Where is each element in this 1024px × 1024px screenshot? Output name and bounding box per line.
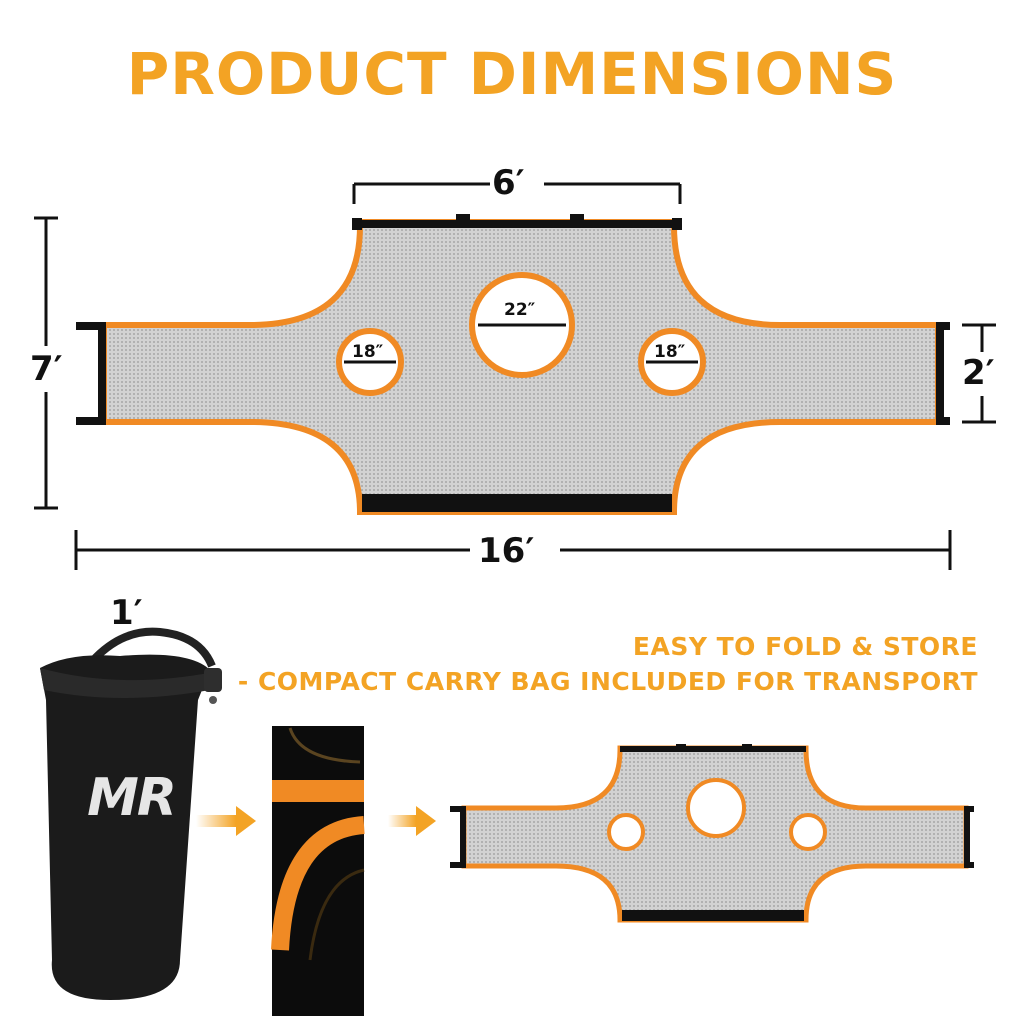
label-total-height: 7′	[30, 349, 63, 389]
label-total-width: 16′	[478, 531, 535, 571]
dimension-line-6ft	[352, 182, 682, 204]
page-title: PRODUCT DIMENSIONS	[126, 40, 898, 108]
label-hole-left: 18″	[352, 342, 384, 362]
carry-bag	[40, 627, 222, 1000]
brand-logo-text: MR	[87, 768, 177, 828]
arrow-right-icon	[388, 806, 436, 836]
tagline-line1: EASY TO FOLD & STORE	[632, 632, 978, 661]
soccer-target-net-small	[450, 744, 974, 923]
soccer-target-net	[76, 214, 950, 515]
label-hole-right: 18″	[654, 342, 686, 362]
label-hole-center: 22″	[504, 300, 536, 320]
dimension-line-7ft	[34, 216, 58, 510]
dimension-line-2ft	[962, 323, 996, 424]
label-top-width: 6′	[492, 163, 525, 203]
tagline-line2: - COMPACT CARRY BAG INCLUDED FOR TRANSPO…	[237, 667, 978, 696]
label-bag-width: 1′	[110, 593, 143, 633]
brand-logo: MR	[66, 768, 196, 828]
arrow-right-icon	[196, 806, 256, 836]
label-side-height: 2′	[962, 353, 995, 393]
folded-net	[271, 726, 365, 1016]
dimension-line-16ft	[74, 530, 952, 570]
